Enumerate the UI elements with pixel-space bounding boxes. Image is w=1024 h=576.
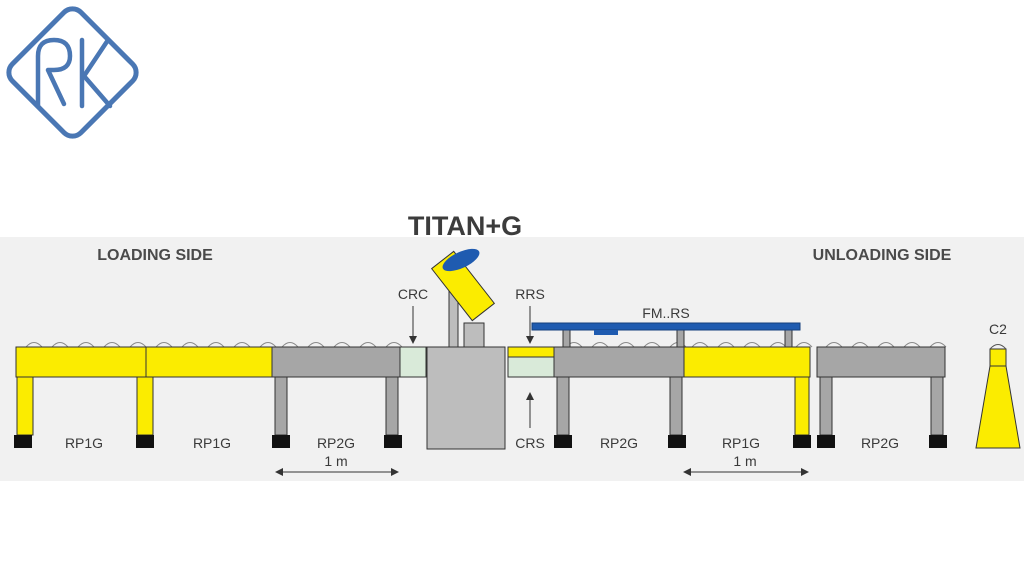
rrs-block — [507, 346, 555, 358]
crs-label: CRS — [515, 435, 545, 451]
svg-text:1 m: 1 m — [733, 453, 756, 469]
roller — [743, 342, 761, 348]
table-label-4: RP2G — [600, 435, 638, 451]
crc-label: CRC — [398, 286, 428, 302]
roller — [825, 342, 843, 348]
unloading-side-label: UNLOADING SIDE — [813, 247, 952, 264]
roller — [769, 342, 787, 348]
table-rp1g-2 — [136, 346, 273, 448]
roller — [795, 342, 813, 348]
table-rp1g-1 — [14, 346, 147, 448]
roller — [25, 342, 43, 348]
table-label-5: RP1G — [722, 435, 760, 451]
roller — [903, 342, 921, 348]
roller — [233, 342, 251, 348]
roller — [877, 342, 895, 348]
roller — [155, 342, 173, 348]
table-label-3: RP2G — [317, 435, 355, 451]
roller — [717, 342, 735, 348]
roller — [181, 342, 199, 348]
table-rp2g-1 — [271, 346, 402, 448]
table-rp2g-2 — [553, 346, 686, 448]
roller — [691, 342, 709, 348]
rollers — [25, 342, 947, 348]
roller — [617, 342, 635, 348]
fm-rs-label: FM..RS — [642, 305, 689, 321]
loading-side-label: LOADING SIDE — [97, 247, 213, 264]
crs-block — [507, 356, 555, 378]
roller — [333, 342, 351, 348]
roller — [643, 342, 661, 348]
roller — [591, 342, 609, 348]
roller — [307, 342, 325, 348]
c2-unit — [975, 344, 1021, 449]
roller — [851, 342, 869, 348]
roller — [77, 342, 95, 348]
table-rp1g-3 — [683, 346, 811, 448]
roller — [929, 342, 947, 348]
dimension-right: 1 m — [683, 453, 809, 476]
table-label-1: RP1G — [65, 435, 103, 451]
rrs-label: RRS — [515, 286, 545, 302]
table-label-6: RP2G — [861, 435, 899, 451]
fm-rs-beam — [531, 322, 801, 348]
roller — [51, 342, 69, 348]
table-rp2g-3 — [816, 346, 947, 448]
rk-logo — [6, 6, 139, 139]
roller — [359, 342, 377, 348]
crc-block — [399, 346, 427, 378]
roller — [103, 342, 121, 348]
roller — [207, 342, 225, 348]
titan-machine — [426, 248, 506, 450]
roller — [281, 342, 299, 348]
roller — [129, 342, 147, 348]
table-label-2: RP1G — [193, 435, 231, 451]
roller — [385, 342, 403, 348]
c2-label: C2 — [989, 321, 1007, 337]
dimension-left: 1 m — [275, 453, 399, 476]
svg-text:1 m: 1 m — [324, 453, 347, 469]
roller — [259, 342, 277, 348]
machine-title: TITAN+G — [408, 211, 522, 241]
